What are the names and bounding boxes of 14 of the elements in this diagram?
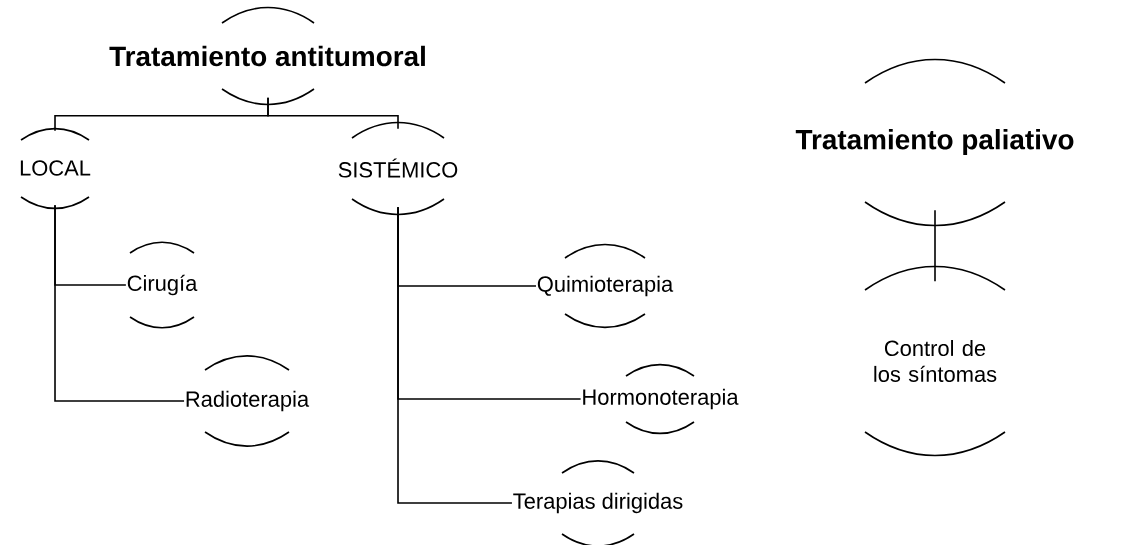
node-label: SISTÉMICO [338,121,458,216]
connector-line [267,97,399,130]
connector-line [397,206,513,504]
node-label: Radioterapia [186,355,310,447]
connector-line [54,204,185,402]
node-label: LOCAL [20,127,91,210]
connector-line [934,209,936,282]
node-label: Control de los síntomas [864,265,1006,457]
node-label: Tratamiento paliativo [795,58,1074,227]
node-label: Terapias dirigidas [513,460,683,545]
node-label: Tratamiento antitumoral [109,6,425,106]
node-label: Cirugía [127,241,198,329]
node-label: Hormonoterapia [583,363,739,435]
node-label: Quimioterapia [537,243,674,329]
